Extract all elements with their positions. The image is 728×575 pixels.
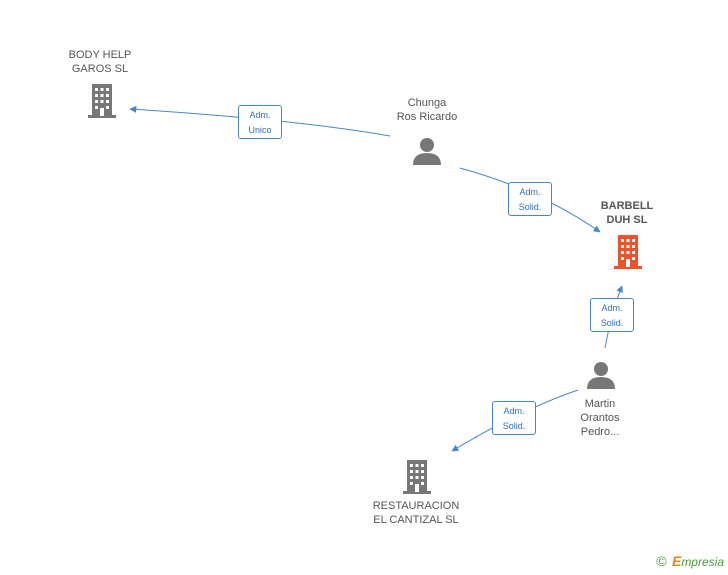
building-icon[interactable] — [86, 84, 118, 118]
edge-label-line1: Adm. — [519, 187, 541, 197]
edge-label-line1: Adm. — [601, 303, 623, 313]
edge-label-line1: Adm. — [503, 406, 525, 416]
person-icon[interactable] — [586, 361, 616, 389]
edge-label-line1: Adm. — [249, 110, 271, 120]
edge-label-line2: Solid. — [502, 421, 526, 431]
brand-logo-initial: E — [671, 553, 682, 569]
company-name-line2: GAROS SL — [71, 63, 129, 75]
copyright-icon: © — [656, 553, 667, 569]
building-icon[interactable] — [401, 460, 433, 494]
person-name-line1: Chunga — [407, 97, 447, 109]
company-name-line2: EL CANTIZAL SL — [373, 514, 459, 526]
person-name-line2: Ros Ricardo — [396, 111, 458, 123]
person-name-line2: Orantos — [580, 412, 620, 424]
edge-label-adm-solid[interactable]: Adm. Solid. — [590, 298, 634, 332]
brand-logo-text: mpresia — [681, 555, 724, 569]
person-label-chunga: Chunga Ros Ricardo — [377, 96, 477, 124]
edge-label-adm-solid[interactable]: Adm. Solid. — [492, 401, 536, 435]
edge-label-line2: Solid. — [600, 318, 624, 328]
company-label-body-help: BODY HELP GAROS SL — [60, 48, 140, 76]
edge-label-line2: Unico — [248, 125, 272, 135]
person-name-line1: Martin — [584, 398, 616, 410]
footer-brand: © Empresia — [656, 553, 724, 569]
edge-label-adm-solid[interactable]: Adm. Solid. — [508, 182, 552, 216]
person-name-line3: Pedro... — [580, 426, 620, 438]
person-icon[interactable] — [412, 137, 442, 165]
company-name-line1: BARBELL — [600, 200, 654, 212]
edge-label-adm-unico[interactable]: Adm. Unico — [238, 105, 282, 139]
company-label-restauracion: RESTAURACION EL CANTIZAL SL — [360, 499, 472, 527]
company-name-line1: BODY HELP — [68, 49, 132, 61]
edge-label-line2: Solid. — [518, 202, 542, 212]
company-name-line1: RESTAURACION — [372, 500, 460, 512]
person-label-martin: Martin Orantos Pedro... — [565, 397, 635, 439]
company-name-line2: DUH SL — [606, 214, 648, 226]
building-icon-focus[interactable] — [612, 235, 644, 269]
company-label-barbell: BARBELL DUH SL — [587, 199, 667, 227]
